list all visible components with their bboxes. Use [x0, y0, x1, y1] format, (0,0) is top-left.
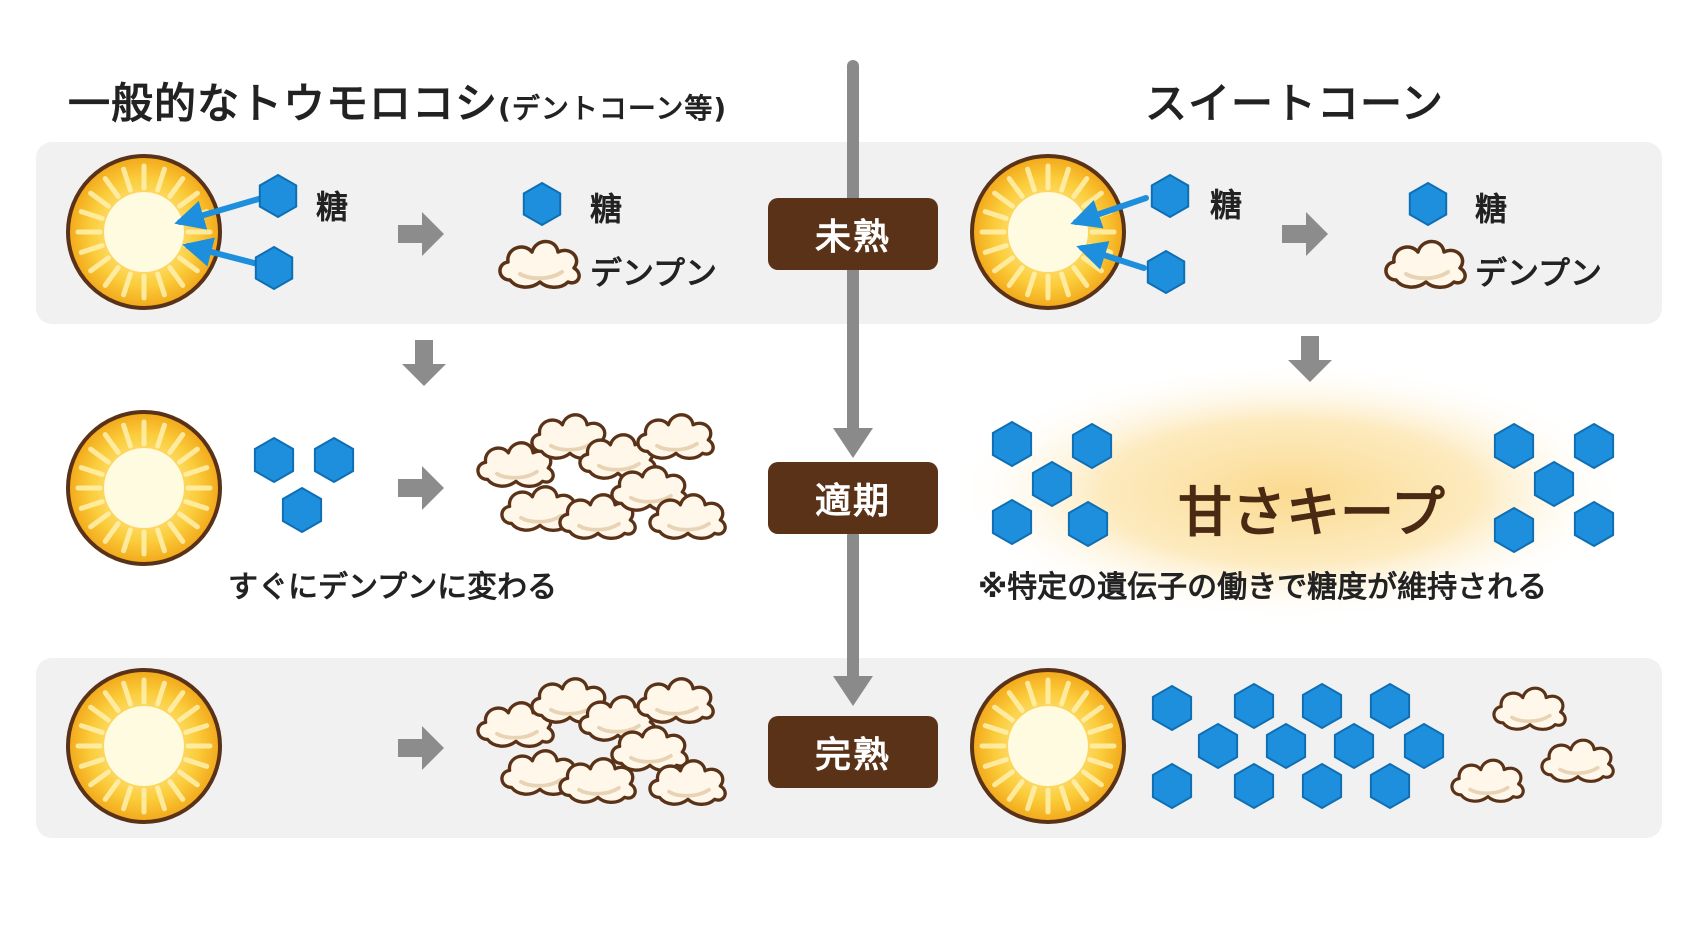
label-starch-right: デンプン: [1475, 254, 1603, 292]
starch-cloud-left-3-3: [636, 677, 715, 724]
sugar-hex-right-2-3: [991, 498, 1033, 546]
uptake-arrow-left-2: [182, 237, 261, 267]
sugar-hex-right-2-8: [1493, 506, 1535, 554]
sugar-hex-right-3-3: [1369, 682, 1411, 730]
sugar-hex-left-1a: [258, 173, 298, 219]
starch-cloud-left-3-4: [500, 749, 579, 796]
process-arrow-down-right: [1288, 336, 1332, 382]
sugar-hex-left-1c: [522, 181, 562, 227]
sugar-hex-right-2-2: [1031, 460, 1073, 508]
process-arrow-left-3: [398, 726, 444, 770]
kernel-right-immature: [970, 154, 1126, 310]
kernel-left-ripe: [66, 668, 222, 824]
process-arrow-left-2: [398, 466, 444, 510]
sugar-hex-right-3-4: [1197, 722, 1239, 770]
sugar-hex-left-2-1: [313, 436, 355, 484]
process-arrow-left-1: [398, 212, 444, 256]
sugar-hex-right-2-9: [1573, 500, 1615, 548]
sugar-hex-right-2-4: [1067, 500, 1109, 548]
kernel-left-optimal: [66, 410, 222, 566]
sugar-hex-right-2-7: [1533, 460, 1575, 508]
process-arrow-down-left: [402, 340, 446, 386]
sugar-hex-right-3-0: [1151, 684, 1193, 732]
starch-cloud-left-2-3: [636, 413, 715, 460]
stage-badge-optimal: 適期: [768, 462, 938, 534]
uptake-arrow-left-1: [174, 195, 265, 230]
sweetness-keep-label: 甘さキープ: [1178, 481, 1445, 544]
sugar-hex-left-2-0: [253, 436, 295, 484]
sugar-hex-right-1c: [1408, 181, 1448, 227]
starch-cloud-right-3-0: [1492, 686, 1567, 731]
sugar-hex-right-3-8: [1151, 762, 1193, 810]
label-sugar-left-2: 糖: [590, 190, 623, 228]
left-title: 一般的なトウモロコシ(デントコーン等): [68, 70, 727, 131]
sugar-hex-left-2-2: [281, 486, 323, 534]
label-sugar-left-1: 糖: [316, 188, 349, 226]
label-sugar-right-1: 糖: [1210, 186, 1243, 224]
timeline-spine-arrowhead-1: [833, 428, 873, 458]
starch-cloud-left-3-6: [610, 725, 689, 772]
sugar-hex-right-2-0: [991, 420, 1033, 468]
right-note: ※特定の遺伝子の働きで糖度が維持される: [978, 570, 1548, 605]
left-title-sub: (デントコーン等): [498, 92, 728, 125]
stage-badge-immature: 未熟: [768, 198, 938, 270]
starch-cloud-left-1: [498, 239, 581, 289]
sweetness-glow: [950, 362, 1630, 622]
starch-cloud-left-2-4: [500, 485, 579, 532]
stage-badge-fully-ripe: 完熟: [768, 716, 938, 788]
sugar-hex-right-3-7: [1403, 722, 1445, 770]
sugar-hex-right-1a: [1150, 173, 1190, 219]
kernel-right-ripe: [970, 668, 1126, 824]
sugar-hex-right-3-11: [1369, 762, 1411, 810]
sugar-hex-left-1b: [254, 245, 294, 291]
label-starch-left: デンプン: [590, 254, 718, 292]
sugar-hex-right-2-1: [1071, 422, 1113, 470]
timeline-spine-arrowhead-2: [833, 676, 873, 706]
sugar-hex-right-3-1: [1233, 682, 1275, 730]
starch-cloud-left-2-7: [648, 493, 727, 540]
process-arrow-right-1: [1282, 212, 1328, 256]
kernel-left-immature: [66, 154, 222, 310]
sugar-hex-right-3-6: [1333, 722, 1375, 770]
left-note: すぐにデンプンに変わる: [228, 570, 558, 605]
label-sugar-right-2: 糖: [1475, 190, 1508, 228]
sugar-hex-right-3-5: [1265, 722, 1307, 770]
sugar-hex-right-3-9: [1233, 762, 1275, 810]
starch-cloud-right-3-1: [1450, 758, 1525, 803]
starch-cloud-right-1: [1384, 239, 1467, 289]
starch-cloud-right-3-2: [1540, 738, 1615, 783]
sugar-hex-right-2-5: [1493, 422, 1535, 470]
sugar-hex-right-1b: [1146, 249, 1186, 295]
left-title-main: 一般的なトウモロコシ: [68, 79, 499, 128]
uptake-arrow-right-2: [1076, 241, 1147, 271]
sugar-hex-right-3-10: [1301, 762, 1343, 810]
starch-cloud-left-3-7: [648, 759, 727, 806]
uptake-arrow-right-1: [1070, 195, 1149, 229]
sugar-hex-right-2-6: [1573, 422, 1615, 470]
sugar-hex-right-3-2: [1301, 682, 1343, 730]
right-title: スイートコーン: [1145, 79, 1444, 128]
